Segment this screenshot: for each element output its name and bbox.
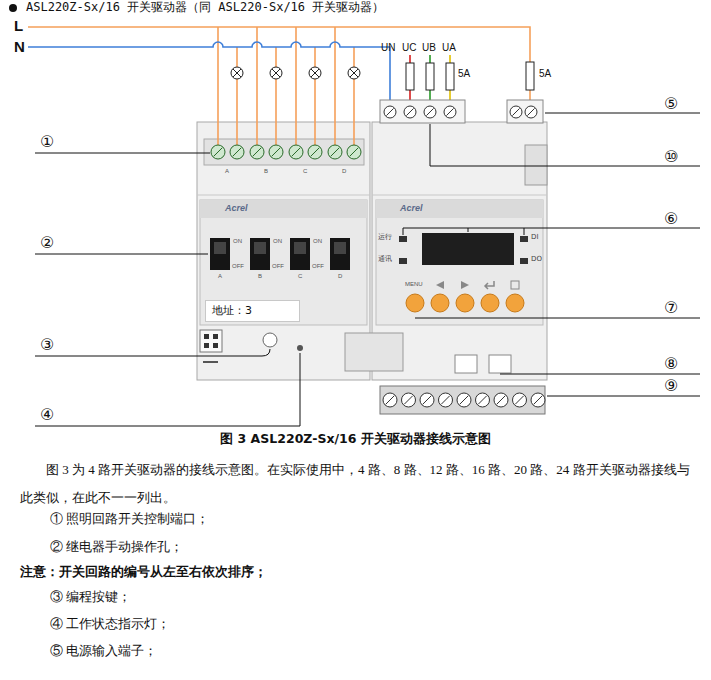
address-text: 地址：3 <box>212 304 293 317</box>
switch-module <box>197 122 370 380</box>
list-item: ④ 工作状态指示灯； <box>50 616 170 632</box>
callout-number: ⑦ <box>664 298 678 317</box>
terminal-letter: C <box>303 168 307 175</box>
switch-marking: OFF <box>312 263 324 270</box>
wire-name: L <box>14 17 23 35</box>
indicator-label: DO <box>531 255 542 263</box>
brand-logo: Acrel <box>225 203 248 214</box>
list-item: ① 照明回路开关控制端口； <box>50 511 209 527</box>
switch-marking: A <box>218 273 222 280</box>
callout-number: ⑧ <box>664 354 678 373</box>
terminal-name: UN <box>381 42 395 54</box>
indicator-label: DI <box>531 233 538 241</box>
callout-number: ② <box>40 233 54 252</box>
terminal-letter: D <box>342 168 346 175</box>
address-label: 地址：3 <box>205 300 300 322</box>
callout-number: ⑤ <box>664 94 678 113</box>
terminal-name: UC <box>402 42 416 54</box>
terminal-letter: B <box>264 168 268 175</box>
body-paragraph: 图 3 为 4 路开关驱动器的接线示意图。在实际使用中，4 路、8 路、12 路… <box>20 456 700 512</box>
switch-marking: ON <box>313 238 322 245</box>
terminal-name: UB <box>422 42 436 54</box>
wire-name: N <box>14 38 25 56</box>
wires <box>28 27 530 146</box>
switch-marking: ON <box>233 238 242 245</box>
note-text: 注意：开关回路的编号从左至右依次排序； <box>20 564 267 580</box>
indicator-label: 运行 <box>378 233 392 241</box>
callout-number: ⑩ <box>664 147 678 166</box>
callout-number: ④ <box>40 405 54 424</box>
heading: ASL220Z-Sx/16 开关驱动器（同 ASL220-Sx/16 开关驱动器… <box>26 0 384 14</box>
callout-number: ① <box>40 132 54 151</box>
switch-marking: ON <box>273 238 282 245</box>
terminal-name: UA <box>442 42 456 54</box>
switch-marking: D <box>338 273 342 280</box>
terminal-letter: A <box>225 168 229 175</box>
button-label: MENU <box>405 281 423 288</box>
terminal-screws <box>211 106 545 407</box>
callout-number: ⑥ <box>664 209 678 228</box>
figure-caption: 图 3 ASL220Z-Sx/16 开关驱动器接线示意图 <box>0 431 711 446</box>
switch-marking: OFF <box>232 263 244 270</box>
list-item: ② 继电器手动操作孔； <box>50 539 183 555</box>
lamps-fuses <box>231 62 543 123</box>
list-item: ⑤ 电源输入端子； <box>50 643 157 659</box>
fuse-rating: 5A <box>458 68 470 80</box>
callout-number: ③ <box>40 335 54 354</box>
brand-logo: Acrel <box>400 203 423 214</box>
switch-marking: OFF <box>272 263 284 270</box>
switch-marking: B <box>258 273 262 280</box>
callout-number: ⑨ <box>664 376 678 395</box>
switch-marking: C <box>298 273 302 280</box>
list-item: ③ 编程按键； <box>50 589 131 605</box>
leader-lines <box>35 113 700 426</box>
indicator-label: 通讯 <box>378 255 392 263</box>
bullet <box>9 4 17 12</box>
fuse-rating: 5A <box>539 68 551 80</box>
